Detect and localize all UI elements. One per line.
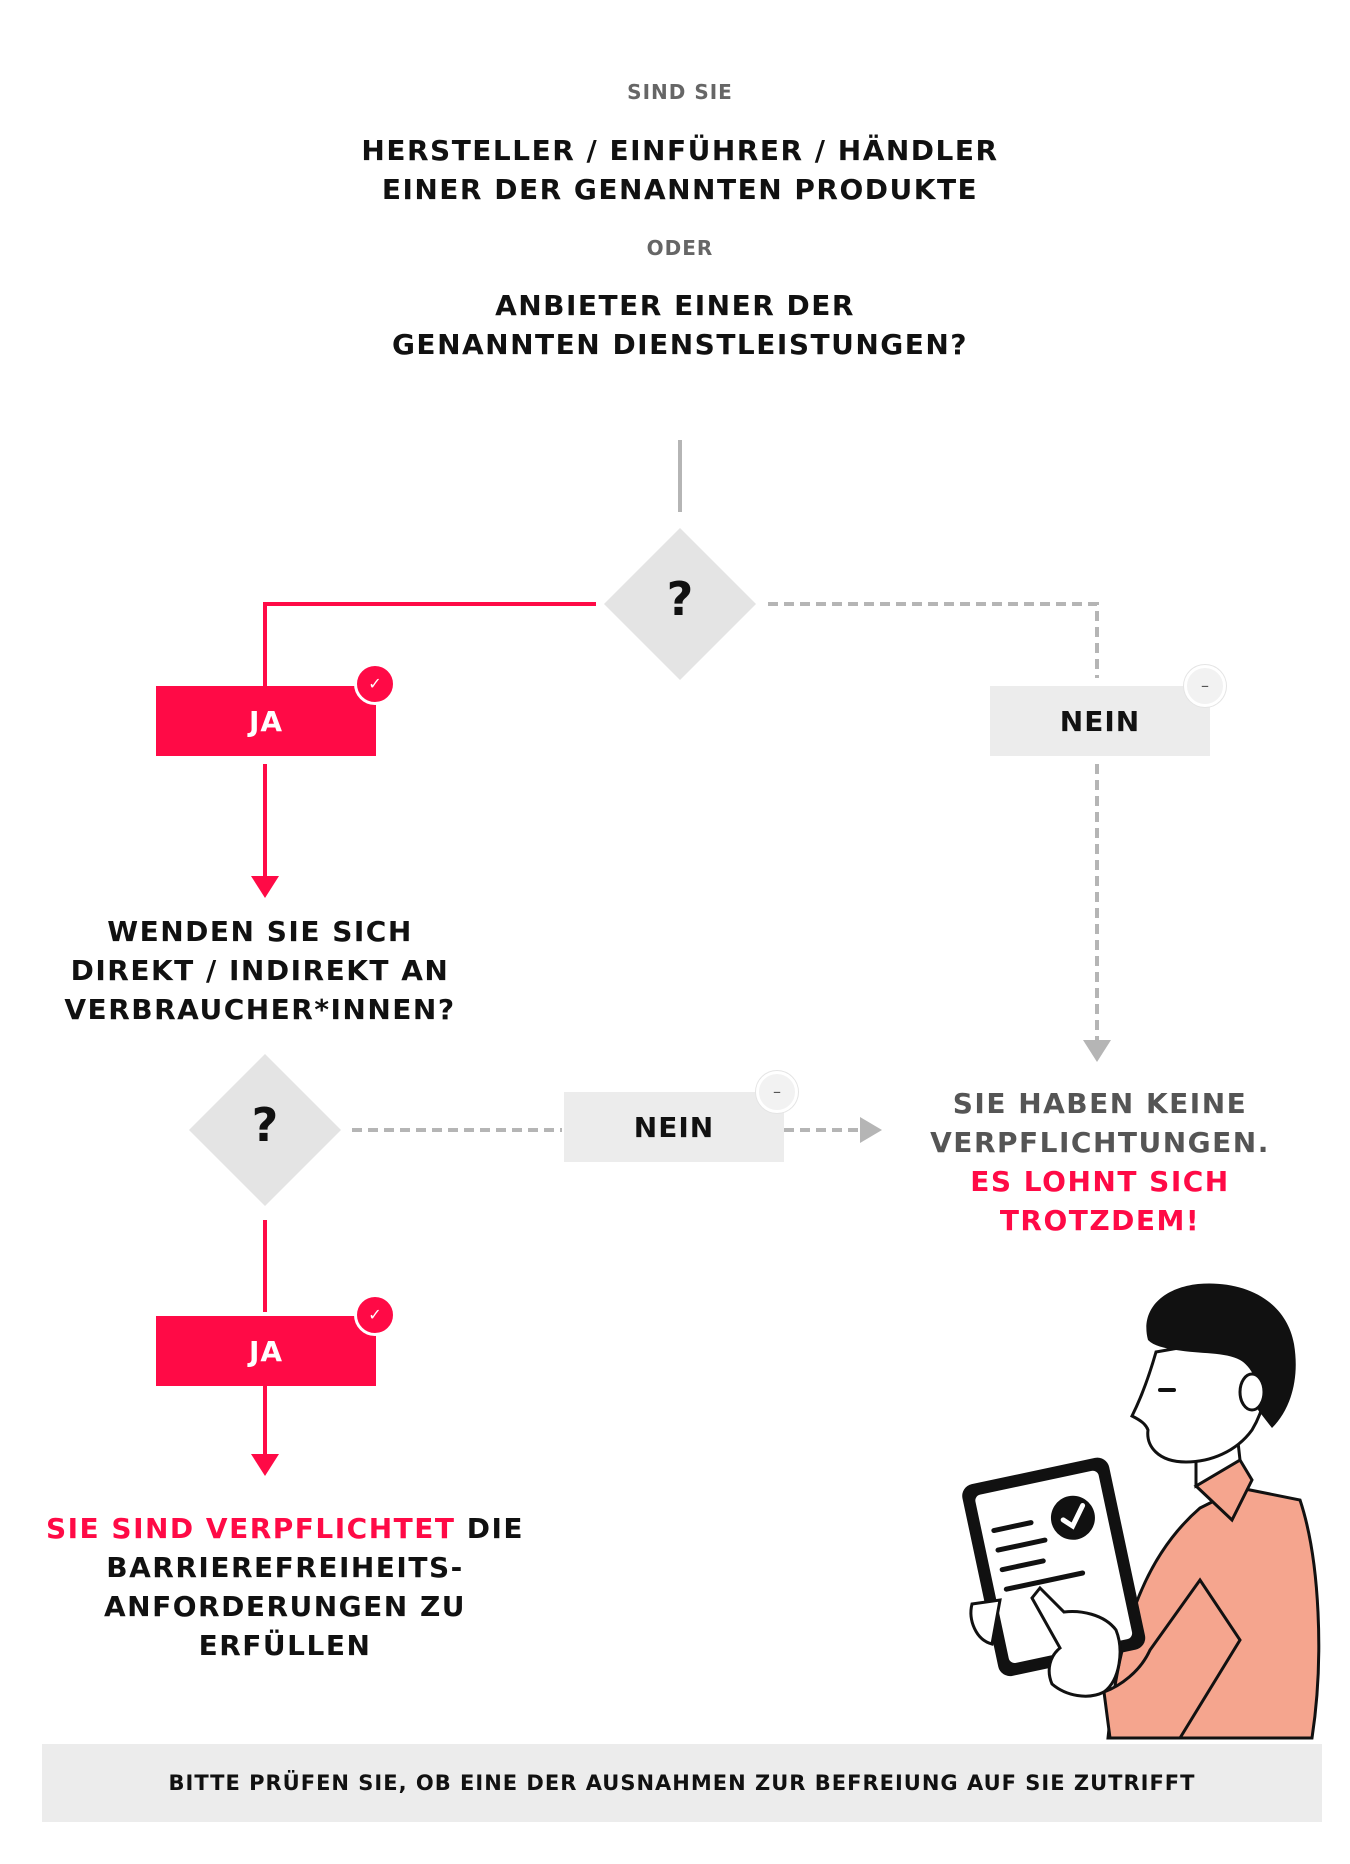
question2-line1: WENDEN SIE SICH <box>107 915 413 948</box>
question-mark-icon: ? <box>666 572 694 626</box>
header-option1-line1: HERSTELLER / EINFÜHRER / HÄNDLER <box>361 134 999 167</box>
header-option2-line1: ANBIETER EINER DER <box>495 289 855 322</box>
header-intro: SIND SIE <box>627 80 733 104</box>
yes-result-highlight: SIE SIND VERPFLICHTET <box>45 1512 456 1545</box>
no-result-highlight: ES LOHNT SICH TROTZDEM! <box>970 1165 1230 1237</box>
question2-line3: VERBRAUCHER*INNEN? <box>64 993 456 1026</box>
header-option1-line2: EINER DER GENANNTEN PRODUKTE <box>381 173 979 206</box>
header-separator: ODER <box>646 236 714 260</box>
no-result-line2: VERPFLICHTUNGEN. <box>930 1126 1270 1159</box>
yes-result-line2: BARRIEREFREIHEITS- <box>106 1551 464 1584</box>
check-badge-icon: ✓ <box>354 663 396 705</box>
yes-result-line1-rest: DIE <box>455 1512 525 1545</box>
hair <box>1146 1283 1296 1428</box>
no-result-line1: SIE HABEN KEINE <box>952 1087 1248 1120</box>
sleeve <box>1102 1577 1242 1740</box>
question2-line2: DIREKT / INDIREKT AN <box>70 954 450 987</box>
no-box-1: NEIN <box>990 686 1210 756</box>
no-box-2: NEIN <box>564 1092 784 1162</box>
decision-diamond-2 <box>189 1054 341 1206</box>
yes-result-line1: SIE SIND VERPFLICHTET DIE <box>20 1509 550 1548</box>
arrow-right-icon <box>860 1117 882 1143</box>
question-mark-icon: ? <box>251 1098 279 1152</box>
left-hand <box>969 1598 1002 1646</box>
arrow-down-icon <box>1083 1040 1111 1062</box>
arrow-down-icon <box>251 876 279 898</box>
yes-box-1: JA <box>156 686 376 756</box>
ear <box>1238 1372 1266 1412</box>
arrow-down-icon <box>251 1454 279 1476</box>
no-path-1 <box>768 602 1099 678</box>
yes-box-2: JA <box>156 1316 376 1386</box>
yes-path-1 <box>263 602 596 686</box>
header-option2-line2: GENANNTEN DIENSTLEISTUNGEN? <box>391 328 969 361</box>
yes-result-line3: ANFORDERUNGEN ZU ERFÜLLEN <box>103 1590 467 1662</box>
footer-note: BITTE PRÜFEN SIE, OB EINE DER AUSNAHMEN … <box>42 1744 1322 1822</box>
decision-diamond-1 <box>604 528 756 680</box>
minus-badge-icon: – <box>1184 665 1226 707</box>
check-badge-icon: ✓ <box>354 1294 396 1336</box>
minus-badge-icon: – <box>756 1071 798 1113</box>
